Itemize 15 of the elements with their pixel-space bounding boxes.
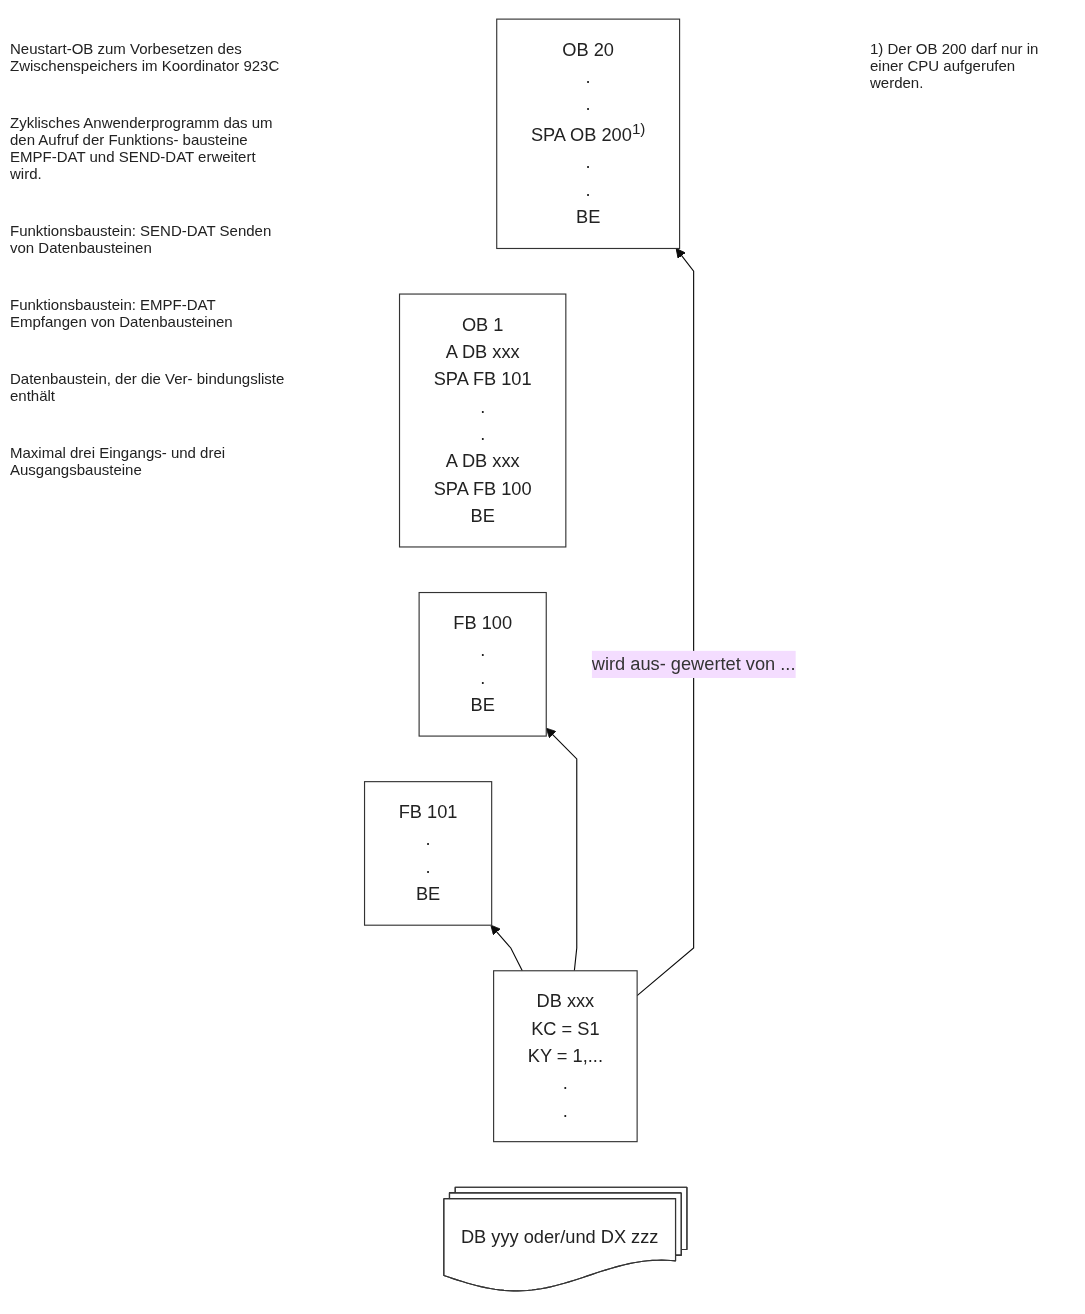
description-text: Funktionsbaustein: EMPF-DAT Empfangen von Datenbausteinen (10, 296, 234, 330)
arrow (490, 924, 523, 972)
node-box: DB xxx KC = S1 KY = 1,... . . (493, 970, 638, 1143)
node-box: OB 1 A DB xxx SPA FB 101 . . A DB xxx SPA FB 100 BE (398, 293, 567, 548)
description-text: Maximal drei Eingangs- und drei Ausgangsbausteine (10, 444, 227, 478)
description-text: Zyklisches Anwenderprogramm das um den Aufruf der Funktions- bausteine EMPF-DAT und SEND-DAT erweitert wird. (10, 114, 274, 182)
arrow (545, 727, 578, 972)
edge-label: wird aus- gewertet von ... (591, 654, 796, 674)
footnote: 1) Der OB 200 darf nur in einer CPU aufgerufen werden. (870, 40, 1040, 91)
node-box: OB 20 . . SPA OB 200$^{1)}$ . . BE (496, 18, 681, 250)
description-text: Datenbaustein, der die Ver- bindungsliste enthält (10, 370, 286, 404)
node-box: FB 101 . . BE (363, 781, 493, 926)
node-box: FB 100 . . BE (418, 591, 547, 737)
description-text: Neustart-OB zum Vorbesetzen des Zwischenspeichers im Koordinator 923C (10, 40, 281, 74)
description-text: Funktionsbaustein: SEND-DAT Senden von Datenbausteinen (10, 222, 273, 256)
